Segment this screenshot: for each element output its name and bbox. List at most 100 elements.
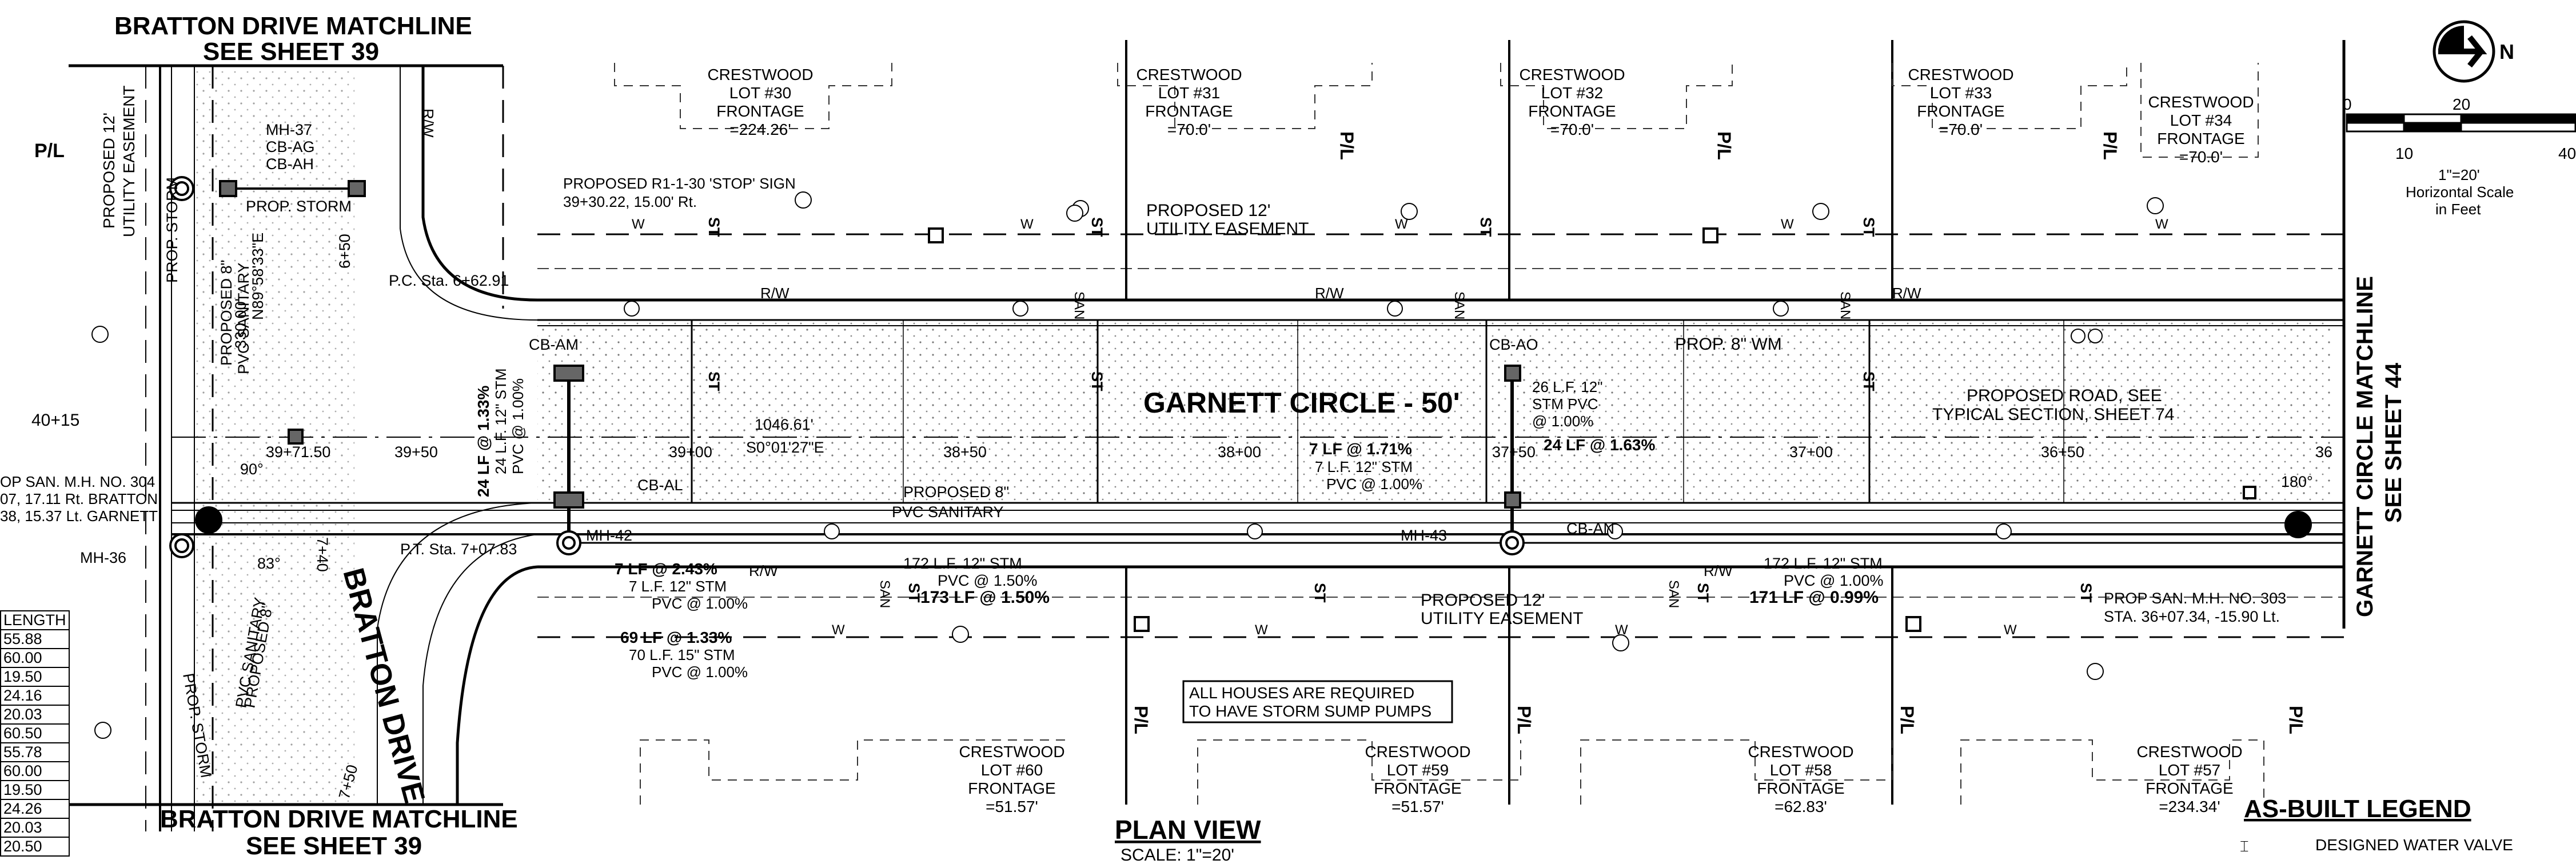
length-row: 20.03 — [0, 818, 70, 838]
prop-storm-1: PROP. STORM — [164, 177, 181, 283]
easement-top-2: UTILITY EASEMENT — [1146, 219, 1309, 238]
san-mh304-2: 07, 17.11 Rt. BRATTON — [0, 490, 158, 507]
pipe-171lf-1: 172 L.F. 12" STM — [1764, 555, 1883, 572]
matchline-bottom-1: BRATTON DRIVE MATCHLINE — [160, 805, 518, 833]
easement-left-2: UTILITY EASEMENT — [120, 85, 138, 237]
svg-text:LOT #31: LOT #31 — [1158, 84, 1220, 102]
svg-text:CRESTWOOD: CRESTWOOD — [1748, 743, 1853, 761]
cban-label: CB-AN — [1566, 520, 1614, 537]
matchline-top-2: SEE SHEET 39 — [203, 38, 379, 66]
sanitary-center-2: PVC SANITARY — [892, 503, 1004, 521]
station-3850: 38+50 — [943, 443, 987, 461]
lot-32: CRESTWOOD LOT #32 FRONTAGE =70.0' — [1519, 66, 1625, 138]
san-label: SAN — [1071, 291, 1087, 319]
st-label: ST — [2077, 583, 2095, 603]
w-label: W — [1615, 622, 1628, 638]
svg-text:LOT #30: LOT #30 — [729, 84, 791, 102]
sump-note-1: ALL HOUSES ARE REQUIRED — [1189, 684, 1414, 702]
angle-180: 180° — [2281, 473, 2313, 490]
pipe-69lf-2: 70 L.F. 15" STM — [629, 646, 735, 663]
pipe-7lf-a2: 7 L.F. 12" STM — [629, 578, 727, 595]
pl-label: P/L — [1897, 706, 1917, 734]
rw-label: R/W — [749, 562, 778, 579]
st-label: ST — [705, 371, 723, 391]
svg-text:CRESTWOOD: CRESTWOOD — [1136, 66, 1242, 83]
station-4015: 40+15 — [31, 411, 79, 430]
svg-text:CRESTWOOD: CRESTWOOD — [1365, 743, 1470, 761]
pl-label: P/L — [2100, 131, 2120, 160]
cbal-label: CB-AL — [637, 477, 683, 494]
bearing-left: N89°58'33"E — [249, 233, 266, 320]
pipe-7lf-a3: PVC @ 1.00% — [652, 595, 748, 612]
length-table-header: LENGTH — [0, 610, 70, 630]
rw-label: R/W — [420, 109, 437, 138]
pipe-26lf-2: STM PVC — [1532, 395, 1598, 413]
rw-label: R/W — [1315, 285, 1344, 302]
st-label: ST — [1088, 217, 1106, 237]
pl-label: P/L — [1337, 131, 1357, 160]
svg-text:=234.34': =234.34' — [2159, 798, 2220, 815]
san-label: SAN — [1666, 580, 1681, 608]
st-label: ST — [1477, 217, 1494, 237]
legend-title: AS-BUILT LEGEND — [2244, 795, 2471, 823]
lot-31: CRESTWOOD LOT #31 FRONTAGE =70.0' — [1136, 66, 1242, 138]
st-label: ST — [705, 217, 723, 237]
station-3900: 39+00 — [669, 443, 712, 461]
right-of-way-lines — [69, 40, 2346, 831]
sta-740: 7+40 — [314, 537, 331, 572]
station-3650: 36+50 — [2041, 443, 2084, 461]
length-row: 20.03 — [0, 705, 70, 725]
san-mh303-2: STA. 36+07.34, -15.90 Lt. — [2104, 608, 2280, 625]
svg-text:LOT #34: LOT #34 — [2170, 111, 2232, 129]
sta-650: 6+50 — [336, 234, 353, 269]
svg-text:CRESTWOOD: CRESTWOOD — [1519, 66, 1625, 83]
structures — [169, 176, 2312, 632]
mh36-label: MH-36 — [80, 549, 126, 566]
st-label: ST — [1311, 583, 1329, 603]
pipe-173lf-3: 173 LF @ 1.50% — [920, 588, 1050, 607]
san-mh304-1: OP SAN. M.H. NO. 304 — [0, 473, 155, 490]
st-label: ST — [1860, 217, 1877, 237]
pipe-24lf-2: 24 L.F. 12" STM — [492, 368, 509, 474]
pipe-171lf-2: PVC @ 1.00% — [1784, 572, 1884, 589]
length-row: 60.00 — [0, 761, 70, 781]
svg-text:LOT #59: LOT #59 — [1387, 761, 1449, 779]
matchline-bottom-2: SEE SHEET 39 — [246, 832, 422, 860]
svg-text:FRONTAGE: FRONTAGE — [968, 779, 1055, 797]
svg-text:LOT #32: LOT #32 — [1541, 84, 1603, 102]
svg-text:CRESTWOOD: CRESTWOOD — [2148, 93, 2254, 111]
svg-text:FRONTAGE: FRONTAGE — [2146, 779, 2233, 797]
svg-text:=70.0': =70.0' — [2179, 148, 2223, 166]
svg-text:=51.57': =51.57' — [1391, 798, 1444, 815]
st-label: ST — [1860, 371, 1877, 391]
scale-desc-2: in Feet — [2435, 201, 2481, 218]
pl-label: P/L — [1714, 131, 1734, 160]
lot-59: CRESTWOOD LOT #59 FRONTAGE =51.57' — [1365, 743, 1470, 815]
scale-tick-10: 10 — [2395, 145, 2413, 162]
w-label: W — [2155, 217, 2168, 232]
w-label: W — [1781, 217, 1794, 232]
plan-view-title: PLAN VIEW — [1115, 815, 1261, 845]
proposed-road-1: PROPOSED ROAD, SEE — [1967, 386, 2162, 405]
pipe-69lf-3: PVC @ 1.00% — [652, 663, 748, 681]
sump-note-box — [1182, 680, 1453, 723]
svg-text:⌶: ⌶ — [2240, 838, 2249, 855]
cbag-label: CB-AG — [266, 138, 315, 155]
legend-item-water-valve: DESIGNED WATER VALVE — [2315, 836, 2513, 854]
w-label: W — [2004, 622, 2017, 638]
rw-label: R/W — [1892, 285, 1921, 302]
svg-text:LOT #33: LOT #33 — [1930, 84, 1992, 102]
svg-text:FRONTAGE: FRONTAGE — [1374, 779, 1461, 797]
mh42-label: MH-42 — [586, 527, 632, 544]
length-row: 60.50 — [0, 723, 70, 743]
matchline-top-1: BRATTON DRIVE MATCHLINE — [114, 12, 472, 40]
scale-ratio: 1"=20' — [2438, 166, 2480, 183]
svg-text:CRESTWOOD: CRESTWOOD — [959, 743, 1064, 761]
pipe-24lf-b: 24 LF @ 1.63% — [1544, 436, 1655, 454]
north-arrow-icon — [2433, 20, 2495, 83]
sanitary-center-1: PROPOSED 8" — [903, 483, 1009, 501]
bearing: S0°01'27"E — [746, 439, 824, 456]
length-table: LENGTH 55.88 60.00 19.50 24.16 20.03 60.… — [0, 610, 70, 857]
scale-desc-1: Horizontal Scale — [2406, 183, 2514, 201]
